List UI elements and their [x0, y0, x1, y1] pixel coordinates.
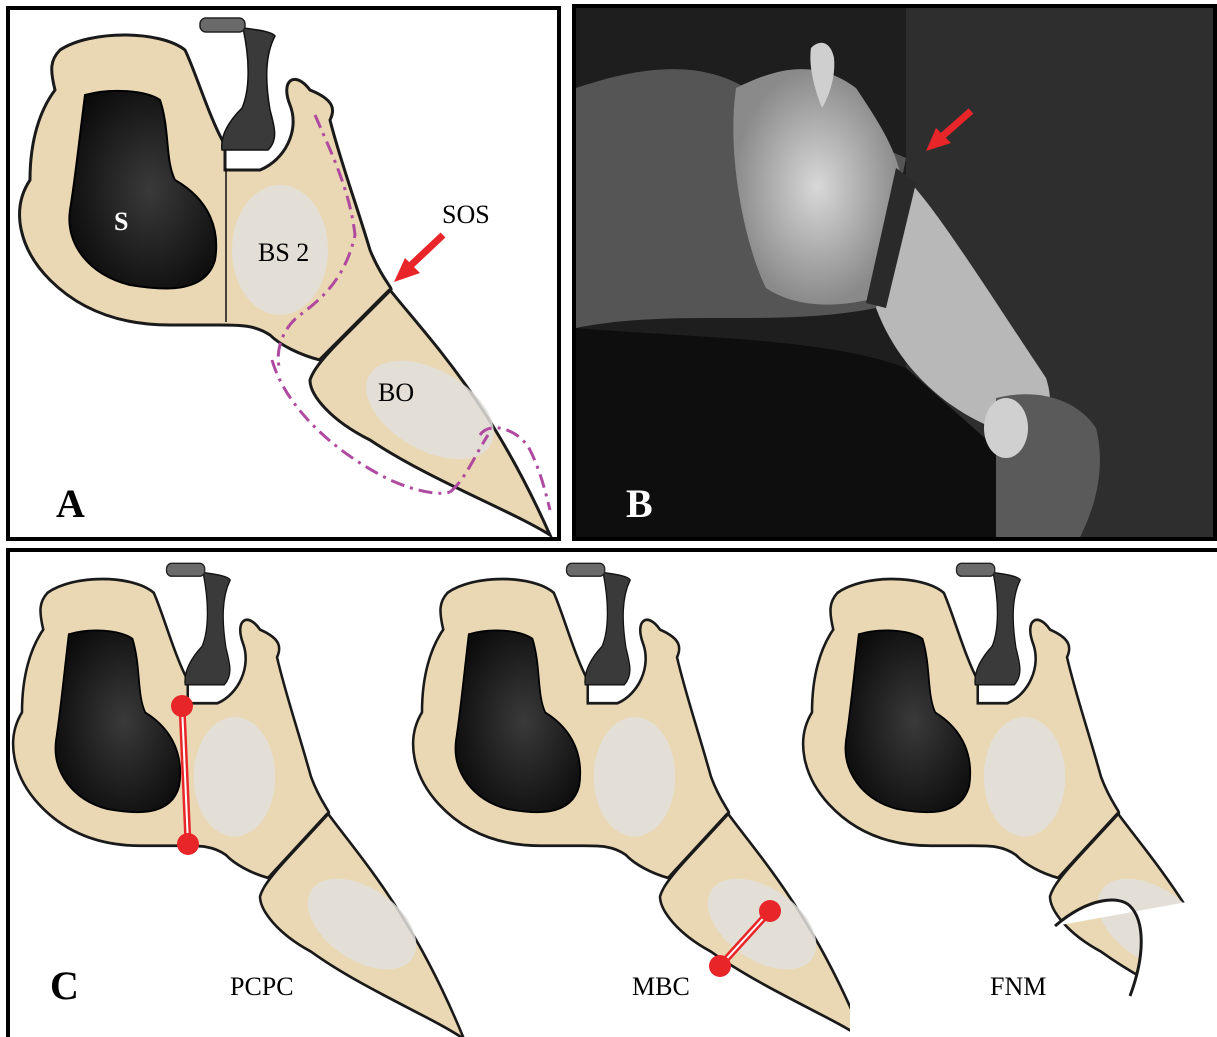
fnm-diagram: [800, 556, 1217, 1037]
panel-c-letter: C: [50, 962, 79, 1009]
panel-b-letter: B: [626, 480, 653, 527]
variant-label-fnm: FNM: [990, 972, 1046, 1002]
panel-a-letter: A: [56, 480, 85, 527]
panel-a: S BS 2 BO SOS A: [6, 6, 561, 541]
pcpc-diagram: [10, 556, 470, 1037]
skull-base-diagram: [10, 10, 561, 541]
basiocciput-label: BO: [378, 378, 414, 408]
basisphenoid-label: BS 2: [258, 238, 309, 268]
panel-b: B: [572, 4, 1217, 541]
variant-label-mbc: MBC: [632, 972, 690, 1002]
panel-c: C PCPC MBC FNM: [6, 548, 1217, 1037]
sos-label: SOS: [442, 200, 490, 230]
mri-image: [576, 8, 1217, 541]
sos-arrow: [394, 235, 443, 282]
sinus-label: S: [114, 207, 128, 237]
variant-label-pcpc: PCPC: [230, 972, 294, 1002]
mbc-diagram: [410, 556, 850, 1037]
